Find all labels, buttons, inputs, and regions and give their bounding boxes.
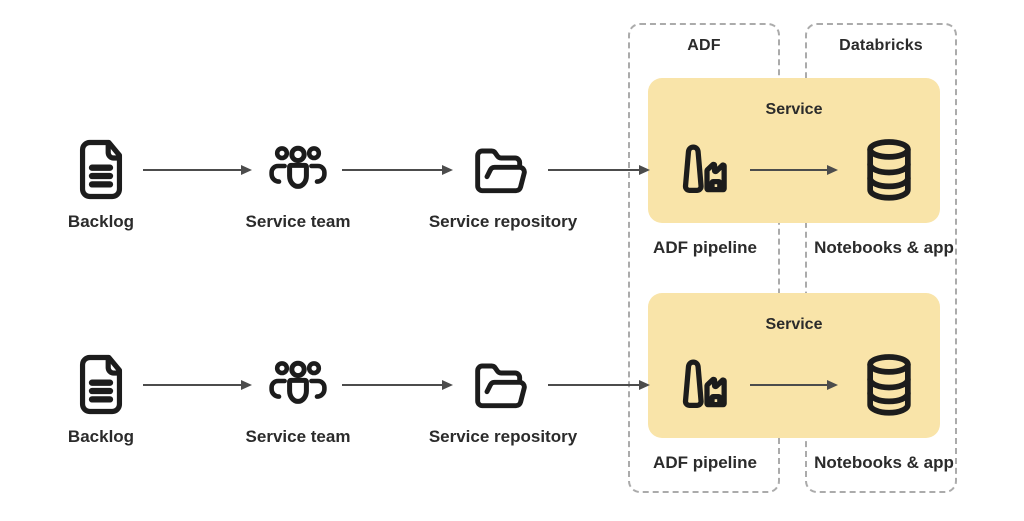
factory-icon: [675, 140, 739, 200]
service-box-label: Service: [765, 101, 823, 118]
flow-row: Service Backlog Service team: [0, 293, 1024, 493]
factory-icon: [675, 355, 739, 415]
folder-open-icon: [470, 144, 532, 200]
flow-arrow: [342, 379, 453, 390]
service-team-label: Service team: [245, 427, 351, 446]
folder-open-icon: [470, 359, 532, 415]
adf-pipeline-label: ADF pipeline: [653, 238, 757, 257]
service-team-label: Service team: [245, 212, 351, 231]
flow-arrow: [143, 379, 252, 390]
service-box-label: Service: [765, 316, 823, 333]
flow-arrow: [143, 164, 252, 175]
adf-pipeline-label: ADF pipeline: [653, 453, 757, 472]
flow-arrow: [548, 379, 650, 390]
flow-arrow: [342, 164, 453, 175]
people-icon: [268, 359, 328, 411]
databricks-group-container: Databricks: [805, 23, 957, 493]
backlog-label: Backlog: [67, 212, 135, 231]
service-repository-label: Service repository: [428, 212, 578, 231]
flow-arrow: [750, 379, 838, 390]
flow-row: Service Backlog Service team: [0, 78, 1024, 278]
document-icon: [74, 138, 128, 201]
databricks-group-label: Databricks: [839, 37, 923, 54]
backlog-label: Backlog: [67, 427, 135, 446]
notebooks-app-label: Notebooks & app: [814, 453, 954, 472]
notebooks-app-label: Notebooks & app: [814, 238, 954, 257]
database-icon: [864, 139, 914, 201]
flow-arrow: [750, 164, 838, 175]
adf-group-label: ADF: [687, 37, 721, 54]
flow-arrow: [548, 164, 650, 175]
document-icon: [74, 353, 128, 416]
service-repository-label: Service repository: [428, 427, 578, 446]
adf-group-container: ADF: [628, 23, 780, 493]
database-icon: [864, 354, 914, 416]
people-icon: [268, 144, 328, 196]
